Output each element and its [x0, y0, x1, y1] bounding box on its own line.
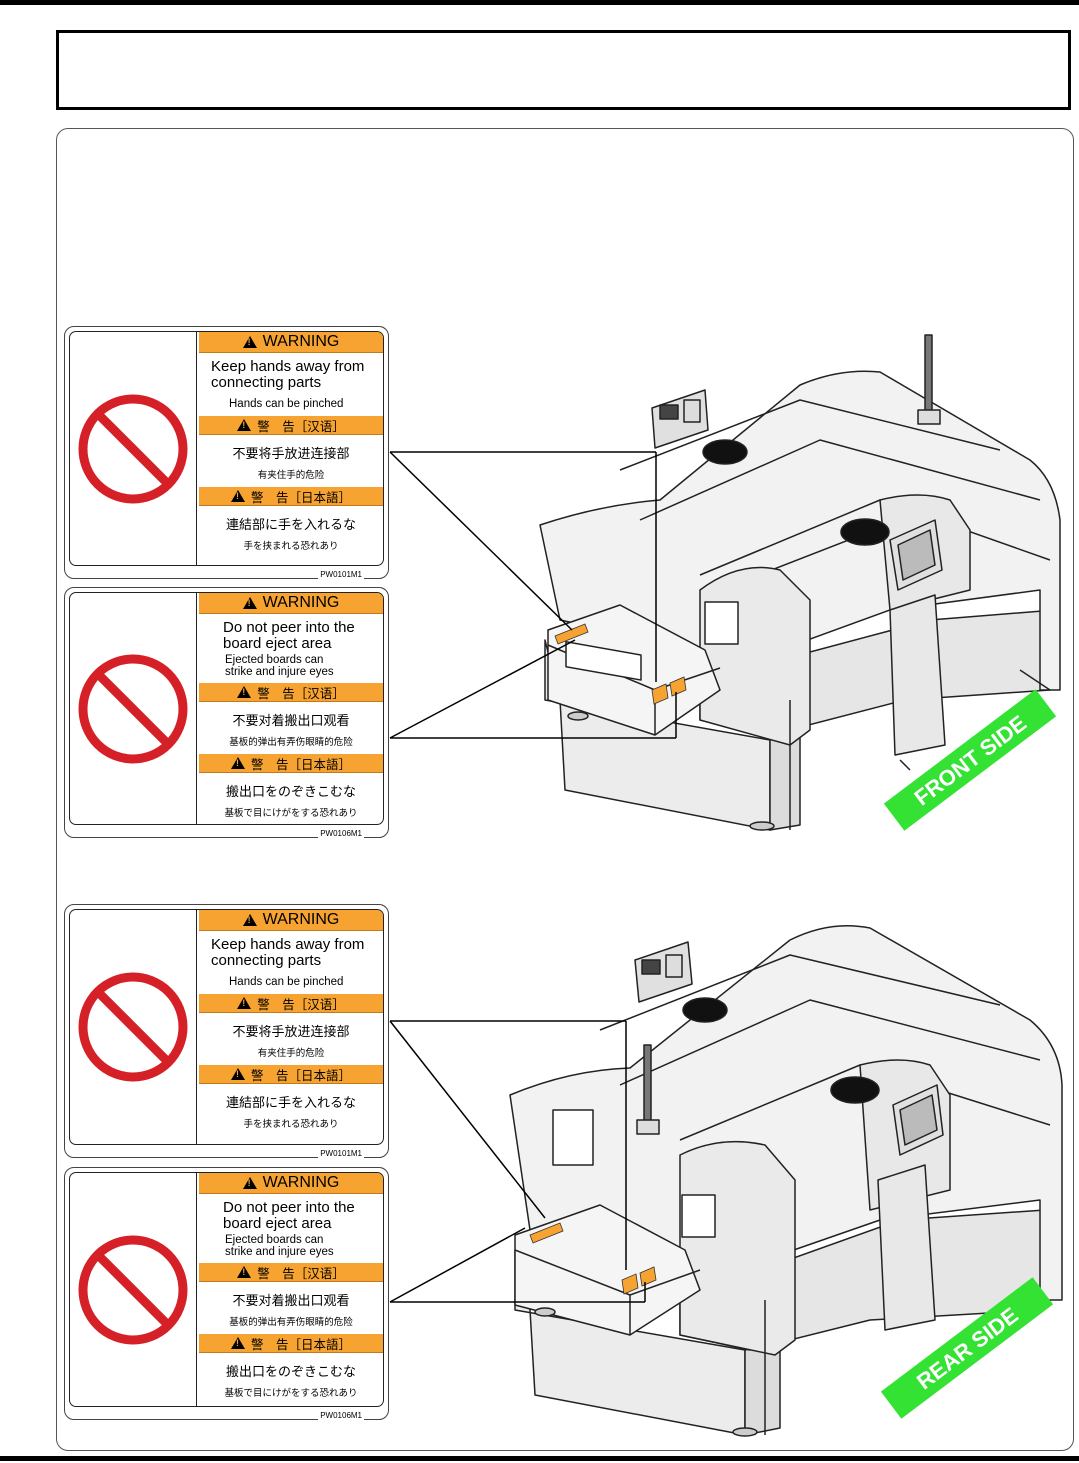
chinese-subtext: 基板的弹出有弄伤眼睛的危险	[229, 1317, 353, 1328]
warning-triangle-icon	[242, 336, 257, 348]
rear-machine-illustration: REAR SIDE	[389, 924, 1063, 1437]
label-frame: WARNING Do not peer into the board eject…	[69, 592, 384, 825]
warning-title: WARNING	[262, 333, 340, 350]
warning-triangle-icon	[230, 490, 245, 502]
warning-band: WARNING	[199, 1173, 383, 1194]
chinese-band-title: 警 告［汉语］	[257, 1266, 345, 1281]
warning-label-front-pinch: WARNING Keep hands away from connecting …	[64, 326, 389, 579]
label-text-area: WARNING Do not peer into the board eject…	[199, 1173, 383, 1406]
warning-band: WARNING	[199, 332, 383, 353]
japanese-message: 連結部に手を入れるな	[225, 517, 356, 532]
label-symbol-area	[70, 910, 197, 1144]
label-symbol-area	[70, 332, 197, 565]
label-text-area: WARNING Do not peer into the board eject…	[199, 593, 383, 824]
warning-title: WARNING	[262, 911, 340, 928]
warning-title: WARNING	[262, 594, 340, 611]
japanese-band: 警 告［日本語］	[199, 1334, 383, 1353]
japanese-band: 警 告［日本語］	[199, 754, 383, 773]
label-location-markers	[529, 1222, 657, 1295]
front-machine-illustration: FRONT SIDE	[389, 334, 1061, 831]
japanese-band: 警 告［日本語］	[199, 487, 383, 506]
label-code: PW0106M1	[318, 829, 364, 838]
warning-label-rear-pinch: WARNING Keep hands away from connecting …	[64, 904, 389, 1158]
warning-triangle-icon	[242, 597, 257, 609]
label-text-area: WARNING Keep hands away from connecting …	[199, 332, 383, 565]
warning-triangle-icon	[242, 914, 257, 926]
chinese-subtext: 有夹住手的危险	[257, 470, 325, 481]
english-subtext: Hands can be pinched	[229, 976, 344, 988]
chinese-band-title: 警 告［汉语］	[257, 419, 345, 434]
prohibition-icon	[78, 1235, 188, 1344]
front-machine-body	[539, 334, 1061, 831]
japanese-subtext: 基板で目にけがをする恐れあり	[224, 1388, 358, 1399]
chinese-message: 不要对着搬出口观看	[232, 713, 350, 728]
label-code: PW0101M1	[318, 1149, 364, 1158]
japanese-subtext: 基板で目にけがをする恐れあり	[224, 808, 358, 819]
chinese-message: 不要将手放进连接部	[232, 1024, 350, 1039]
japanese-subtext: 手を挟まれる恐れあり	[243, 1119, 339, 1130]
english-subtext: Ejected boards can strike and injure eye…	[225, 654, 334, 678]
english-subtext: Hands can be pinched	[229, 398, 344, 410]
english-message: Do not peer into the board eject area	[223, 1199, 355, 1232]
japanese-band-title: 警 告［日本語］	[250, 1337, 351, 1352]
rear-machine-body	[509, 924, 1063, 1437]
warning-title: WARNING	[262, 1174, 340, 1191]
warning-triangle-icon	[237, 686, 252, 698]
japanese-band-title: 警 告［日本語］	[250, 1068, 351, 1083]
warning-triangle-icon	[237, 1266, 252, 1278]
warning-triangle-icon	[237, 997, 252, 1009]
chinese-band-title: 警 告［汉语］	[257, 686, 345, 701]
chinese-band: 警 告［汉语］	[199, 1263, 383, 1282]
label-frame: WARNING Do not peer into the board eject…	[69, 1172, 384, 1407]
label-code: PW0106M1	[318, 1411, 364, 1420]
warning-label-rear-eject: WARNING Do not peer into the board eject…	[64, 1167, 389, 1420]
japanese-band-title: 警 告［日本語］	[250, 490, 351, 505]
chinese-subtext: 有夹住手的危险	[257, 1048, 325, 1059]
prohibition-icon	[78, 972, 188, 1082]
warning-band: WARNING	[199, 910, 383, 931]
english-subtext: Ejected boards can strike and injure eye…	[225, 1234, 334, 1258]
english-message: Keep hands away from connecting parts	[211, 358, 365, 391]
prohibition-icon	[78, 654, 188, 763]
chinese-band-title: 警 告［汉语］	[257, 997, 345, 1012]
label-symbol-area	[70, 1173, 197, 1406]
japanese-message: 搬出口をのぞきこむな	[225, 1364, 356, 1379]
warning-label-front-eject: WARNING Do not peer into the board eject…	[64, 587, 389, 838]
japanese-band-title: 警 告［日本語］	[250, 757, 351, 772]
leader-lines	[389, 1020, 646, 1303]
label-text-area: WARNING Keep hands away from connecting …	[199, 910, 383, 1144]
label-location-markers	[554, 623, 687, 705]
english-message: Do not peer into the board eject area	[223, 619, 355, 652]
leader-lines	[389, 451, 677, 739]
japanese-subtext: 手を挟まれる恐れあり	[243, 541, 339, 552]
header-box	[56, 30, 1071, 110]
japanese-message: 搬出口をのぞきこむな	[225, 784, 356, 799]
label-code: PW0101M1	[318, 570, 364, 579]
chinese-band: 警 告［汉语］	[199, 683, 383, 702]
chinese-message: 不要将手放进连接部	[232, 446, 350, 461]
chinese-subtext: 基板的弹出有弄伤眼睛的危险	[229, 737, 353, 748]
top-rule	[0, 0, 1079, 5]
japanese-message: 連結部に手を入れるな	[225, 1095, 356, 1110]
japanese-band: 警 告［日本語］	[199, 1065, 383, 1084]
warning-triangle-icon	[230, 757, 245, 769]
warning-band: WARNING	[199, 593, 383, 614]
warning-triangle-icon	[230, 1337, 245, 1349]
english-message: Keep hands away from connecting parts	[211, 936, 365, 969]
warning-triangle-icon	[237, 419, 252, 431]
bottom-rule	[0, 1456, 1079, 1461]
chinese-band: 警 告［汉语］	[199, 416, 383, 435]
prohibition-icon	[78, 394, 188, 503]
label-frame: WARNING Keep hands away from connecting …	[69, 909, 384, 1145]
chinese-band: 警 告［汉语］	[199, 994, 383, 1013]
chinese-message: 不要对着搬出口观看	[232, 1293, 350, 1308]
label-symbol-area	[70, 593, 197, 824]
warning-triangle-icon	[242, 1177, 257, 1189]
label-frame: WARNING Keep hands away from connecting …	[69, 331, 384, 566]
warning-triangle-icon	[230, 1068, 245, 1080]
